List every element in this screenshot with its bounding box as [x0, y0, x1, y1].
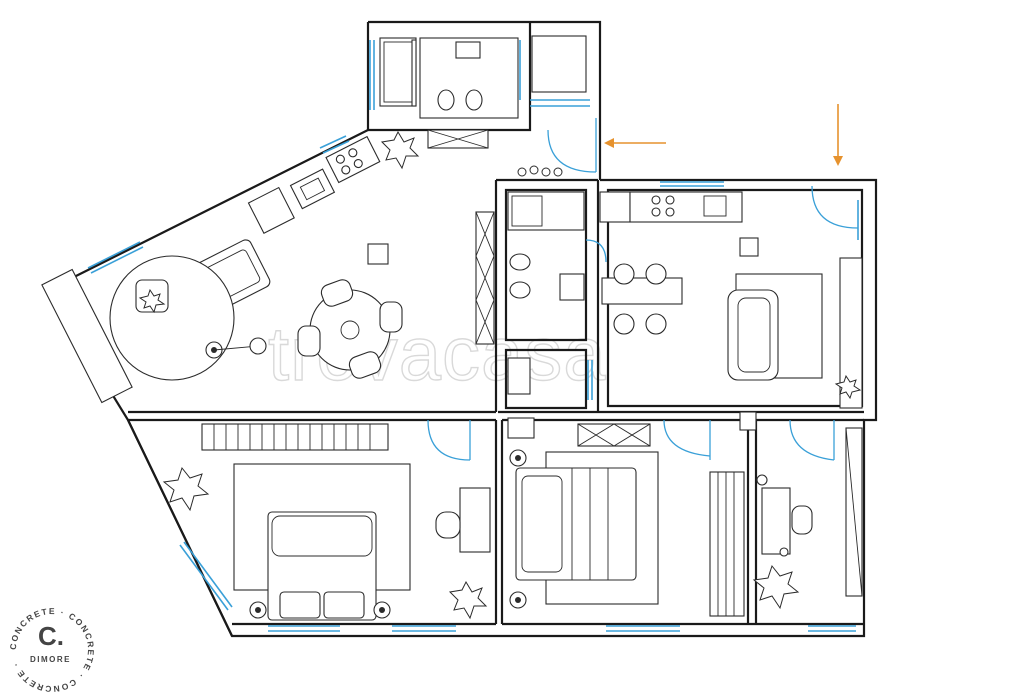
entrance-arrow-icon [833, 104, 843, 166]
bed-icon [267, 511, 377, 621]
bidet-icon [509, 281, 531, 299]
bedroom-right [752, 427, 863, 610]
dining-table [297, 279, 403, 379]
plant-icon [517, 165, 563, 177]
plant-icon [834, 374, 862, 400]
wardrobe-slats [213, 424, 371, 450]
bedroom-left [162, 423, 491, 621]
bed-icon [515, 467, 637, 581]
logo-mark: C. [38, 621, 64, 651]
toilet-icon [509, 253, 531, 271]
sink-icon [703, 195, 727, 217]
desk-chair-icon [435, 511, 461, 539]
toilet-icon [437, 89, 455, 111]
sofa-icon [727, 289, 779, 381]
plant-icon [448, 580, 488, 620]
entrance-arrow-icon [604, 138, 666, 148]
desk-chair-icon [791, 505, 813, 535]
stove-icon [651, 195, 675, 217]
plant-icon [752, 564, 800, 610]
middle-bathroom [507, 191, 585, 395]
plant-icon [380, 130, 420, 170]
logo-name: DIMORE [30, 655, 71, 664]
plant-icon [138, 288, 166, 314]
windows [87, 40, 859, 632]
plant-icon [162, 466, 210, 512]
stove-icon [325, 135, 381, 184]
sink-icon [289, 168, 336, 210]
top-bathroom [379, 35, 587, 149]
living-room [41, 130, 563, 404]
bedroom-middle [507, 411, 757, 617]
kitchen-living [599, 191, 863, 409]
agency-logo: CONCRETE · CONCRETE · CONCRETE · C. DIMO… [8, 606, 95, 694]
bidet-icon [465, 89, 483, 111]
doors [427, 118, 859, 461]
lamp-icon [205, 337, 267, 359]
